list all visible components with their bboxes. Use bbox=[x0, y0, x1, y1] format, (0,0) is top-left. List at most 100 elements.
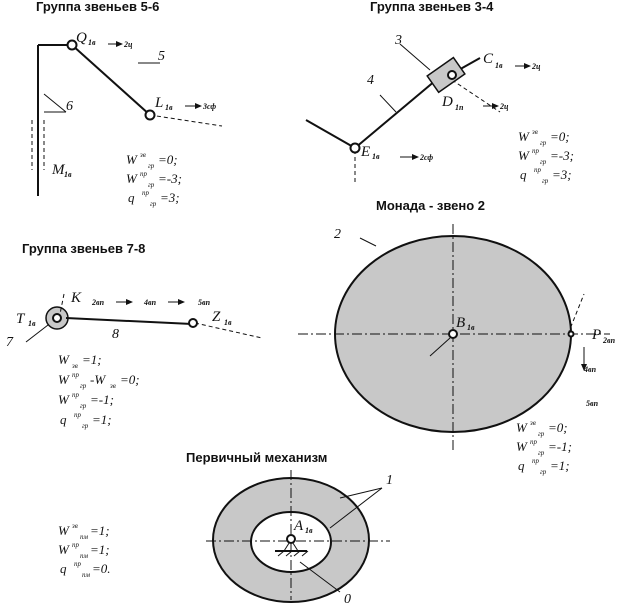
fp-3-r: =0. bbox=[92, 561, 111, 576]
label-c-sub: 1в bbox=[495, 61, 503, 70]
b-tick bbox=[429, 337, 451, 357]
label-link-6: 6 bbox=[66, 99, 73, 114]
fm-1-w: W bbox=[516, 420, 528, 435]
fm-2-r: =-1; bbox=[548, 439, 572, 454]
label-t: T bbox=[16, 311, 26, 327]
label-k-arrow-2: 4вп bbox=[143, 298, 157, 307]
fm-3-s: пр bbox=[532, 457, 540, 465]
f78-4-i: гр bbox=[82, 422, 89, 430]
fp-2-s: пр bbox=[72, 541, 80, 549]
fm-2-w: W bbox=[516, 439, 528, 454]
f34-1-w: W bbox=[518, 129, 530, 144]
formulas-monad: W зв гр =0; W пр гр =-1; q пр гр =1; bbox=[516, 419, 572, 476]
f78-4-q: q bbox=[60, 412, 67, 427]
ground-hatch-4 bbox=[301, 550, 309, 557]
link-5 bbox=[71, 44, 151, 116]
label-q: Q bbox=[76, 30, 87, 46]
fm-2-s: пр bbox=[530, 438, 538, 446]
label-a-sub: 1в bbox=[305, 526, 313, 535]
f56-1-s: зв bbox=[139, 151, 146, 159]
group-56-diagram bbox=[31, 39, 223, 196]
joint-p bbox=[567, 330, 575, 338]
label-l-sub: 1в bbox=[165, 103, 173, 112]
label-q-arrow: 2ц bbox=[123, 40, 133, 49]
joint-t bbox=[52, 313, 62, 323]
joint-a bbox=[286, 534, 296, 544]
label-k: K bbox=[70, 290, 82, 306]
f78-1-w: W bbox=[58, 352, 70, 367]
label-link-2: 2 bbox=[334, 227, 341, 242]
label-k-arrow-1: 2вп bbox=[91, 298, 105, 307]
title-monad: Монада - звено 2 bbox=[376, 198, 485, 213]
formulas-primary: W зв пм =1; W пр пм =1; q пр пм =0. bbox=[58, 522, 111, 579]
label-b-sub: 1в bbox=[467, 323, 475, 332]
fm-1-r: =0; bbox=[548, 420, 568, 435]
fp-1-i: пм bbox=[80, 533, 89, 541]
f78-1-r: =1; bbox=[82, 352, 102, 367]
label-l: L bbox=[154, 95, 163, 111]
l-dash-extension bbox=[149, 114, 223, 127]
fm-1-s: зв bbox=[529, 419, 536, 427]
formulas-78: W зв =1; W пр гр -W зв =0; W пр гр =-1; … bbox=[58, 352, 140, 430]
f34-3-r: =3; bbox=[552, 167, 572, 182]
label-e-arrow: 2сф bbox=[419, 153, 433, 162]
f78-1-i: зв bbox=[71, 362, 78, 370]
primary-mechanism-diagram bbox=[206, 470, 390, 603]
f56-3-r: =3; bbox=[160, 190, 180, 205]
f34-1-i: гр bbox=[540, 139, 547, 147]
group-78-diagram bbox=[25, 293, 263, 343]
f34-2-w: W bbox=[518, 148, 530, 163]
link-e-left bbox=[305, 119, 356, 149]
f56-3-s: пр bbox=[142, 189, 150, 197]
fm-2-i: гр bbox=[538, 449, 545, 457]
monad-diagram bbox=[298, 224, 610, 452]
f56-2-i: гр bbox=[148, 181, 155, 189]
leader-1-b bbox=[329, 487, 383, 529]
fp-3-q: q bbox=[60, 561, 67, 576]
f34-3-q: q bbox=[520, 167, 527, 182]
fp-2-w: W bbox=[58, 542, 70, 557]
label-m: M bbox=[51, 162, 66, 178]
leader-3 bbox=[399, 43, 431, 71]
f56-3-q: q bbox=[128, 190, 135, 205]
label-p-arrow-1: 4вп bbox=[583, 365, 597, 374]
label-link-8: 8 bbox=[112, 327, 119, 342]
leader-7 bbox=[25, 324, 49, 343]
f56-2-s: пр bbox=[140, 170, 148, 178]
label-link-1: 1 bbox=[386, 473, 393, 488]
label-p: P bbox=[591, 327, 601, 343]
link-8 bbox=[65, 317, 193, 325]
f34-1-r: =0; bbox=[550, 129, 570, 144]
joint-e bbox=[349, 142, 361, 154]
label-link-4: 4 bbox=[367, 73, 374, 88]
fp-3-i: пм bbox=[82, 571, 91, 579]
label-k-arrow-3: 5вп bbox=[198, 298, 211, 307]
ground-hatch-3 bbox=[293, 550, 301, 557]
f34-1-s: зв bbox=[531, 128, 538, 136]
fm-3-r: =1; bbox=[550, 458, 570, 473]
label-e: E bbox=[360, 144, 370, 160]
f56-1-i: гр bbox=[148, 162, 155, 170]
f78-2-mi: зв bbox=[109, 382, 116, 390]
title-group-78: Группа звеньев 7-8 bbox=[22, 241, 145, 256]
label-c-arrow: 2ц bbox=[531, 62, 541, 71]
joint-l bbox=[144, 109, 156, 121]
slider-block-3 bbox=[426, 56, 466, 94]
f56-2-w: W bbox=[126, 171, 138, 186]
label-link-3: 3 bbox=[394, 33, 402, 48]
label-z-sub: 1в bbox=[224, 318, 232, 327]
leader-4 bbox=[379, 94, 397, 113]
joint-b bbox=[448, 329, 458, 339]
f78-2-r: =0; bbox=[120, 372, 140, 387]
fm-3-q: q bbox=[518, 458, 525, 473]
leader-0 bbox=[299, 561, 341, 593]
f78-2-i: гр bbox=[80, 382, 87, 390]
label-d-sub: 1п bbox=[455, 103, 464, 112]
label-m-sub: 1в bbox=[64, 170, 72, 179]
f34-3-s: пр bbox=[534, 166, 542, 174]
group-34-diagram bbox=[305, 43, 531, 185]
f78-3-i: гр bbox=[80, 402, 87, 410]
k-dash-line bbox=[59, 293, 65, 315]
formulas-56: W зв гр =0; W пр гр =-3; q пр гр =3; bbox=[126, 151, 182, 208]
